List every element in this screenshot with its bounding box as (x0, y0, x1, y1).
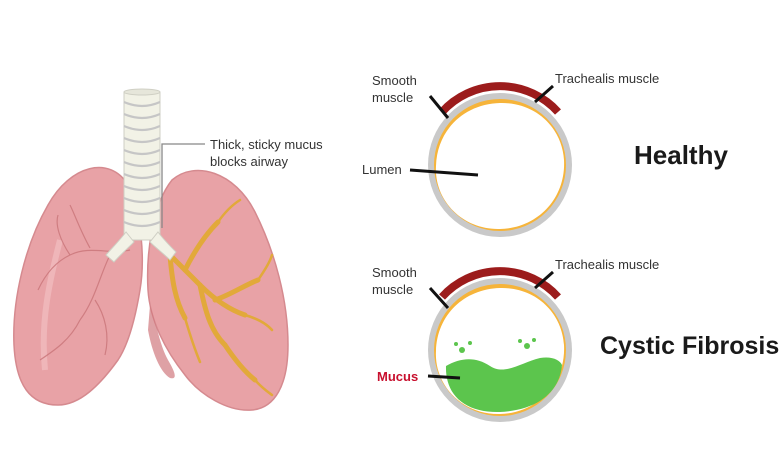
cf-trachealis-label: Trachealis muscle (555, 257, 660, 272)
lungs-illustration (13, 88, 289, 411)
cf-mucus (445, 357, 562, 413)
cf-mucus-pointer (427, 374, 461, 380)
cf-smooth-line2: muscle (372, 282, 414, 297)
mucus-callout-line2: blocks airway (210, 154, 289, 169)
healthy-airway-cross-section (409, 82, 572, 237)
healthy-smooth-line1: Smooth (372, 73, 417, 88)
cf-mucus-droplets (454, 338, 536, 353)
healthy-lumen-pointer (409, 168, 479, 177)
cf-title: Cystic Fibrosis (600, 332, 780, 360)
cf-trachealis-pointer (534, 270, 554, 290)
healthy-smooth-pointer (428, 95, 450, 119)
left-lung (146, 169, 289, 411)
healthy-lumen-label: Lumen (362, 162, 402, 177)
healthy-trachealis-pointer (534, 84, 554, 104)
healthy-trachealis-muscle (439, 82, 561, 115)
mucus-callout-label: Thick, sticky mucus blocks airway (210, 136, 323, 170)
cf-smooth-pointer (428, 286, 450, 310)
cf-trachealis-muscle (439, 267, 561, 300)
healthy-lumen (435, 102, 565, 230)
trachea (105, 88, 177, 263)
mucus-callout-line1: Thick, sticky mucus (210, 137, 323, 152)
right-lung (13, 166, 143, 406)
healthy-title: Healthy (634, 140, 728, 170)
healthy-trachealis-label: Trachealis muscle (555, 71, 660, 86)
healthy-smooth-muscle-label: Smooth muscle (372, 72, 417, 106)
cf-airway-cross-section (427, 267, 572, 422)
healthy-smooth-line2: muscle (372, 90, 414, 105)
mucus-callout-line (161, 143, 205, 228)
cf-mucus-label: Mucus (377, 369, 419, 384)
cf-smooth-line1: Smooth (372, 265, 417, 280)
cf-smooth-muscle-label: Smooth muscle (372, 264, 417, 298)
